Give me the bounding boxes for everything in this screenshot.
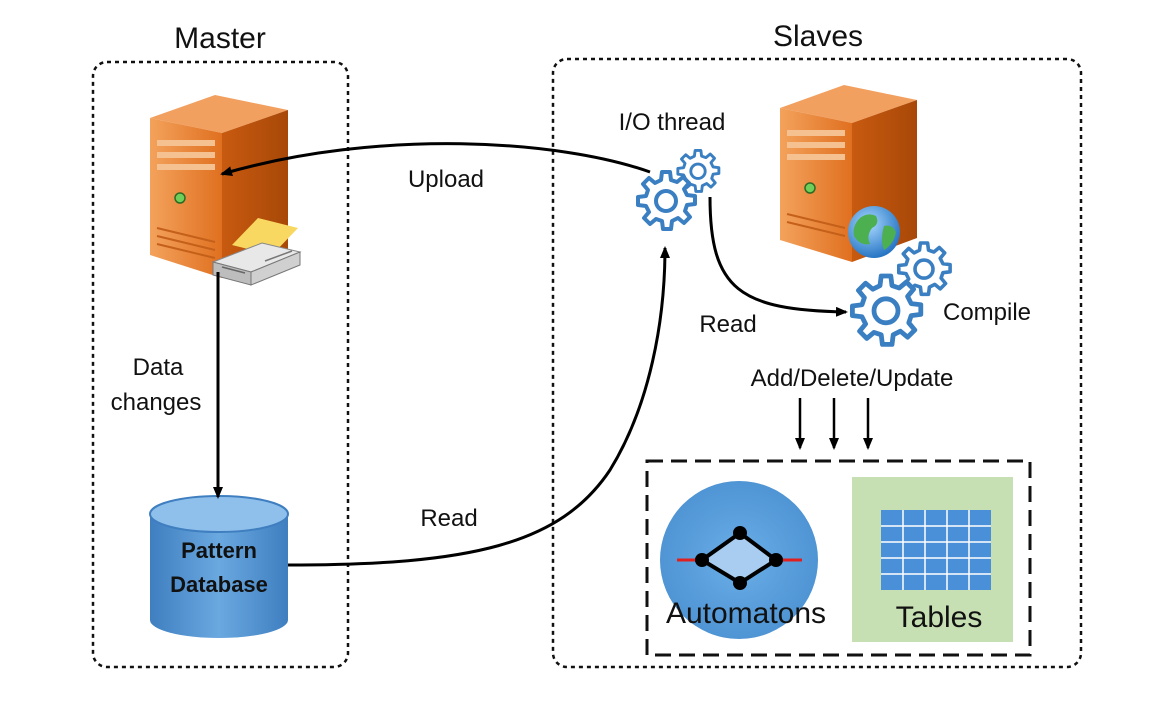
- database-label-line1: Pattern: [181, 538, 257, 563]
- pattern-database-icon: [149, 495, 289, 638]
- compile-label: Compile: [943, 299, 1031, 326]
- upload-arrow: [220, 142, 651, 177]
- read-compile-arrow: [708, 196, 848, 317]
- data-changes-label-line1: Data: [133, 354, 184, 381]
- tables-icon: [852, 477, 1013, 642]
- automatons-icon: [660, 481, 818, 639]
- output-container: [645, 459, 1032, 657]
- printer-icon: [211, 218, 302, 286]
- compile-gear-icon: [852, 241, 952, 344]
- automatons-label: Automatons: [666, 597, 826, 630]
- data-changes-label-line2: changes: [111, 389, 202, 416]
- io-thread-label: I/O thread: [619, 109, 726, 136]
- add-delete-update-label: Add/Delete/Update: [751, 365, 954, 392]
- tables-label: Tables: [896, 601, 983, 634]
- upload-label: Upload: [408, 166, 484, 193]
- slaves-container: [551, 57, 1083, 669]
- read-slave-label: Read: [699, 311, 756, 338]
- master-container: [91, 60, 350, 669]
- slaves-title: Slaves: [773, 20, 863, 53]
- master-title: Master: [174, 22, 266, 55]
- read-db-label: Read: [420, 505, 477, 532]
- read-db-arrow: [287, 246, 670, 567]
- io-thread-gear-icon: [636, 148, 721, 231]
- globe-icon: [848, 206, 900, 258]
- database-label-line2: Database: [170, 572, 268, 597]
